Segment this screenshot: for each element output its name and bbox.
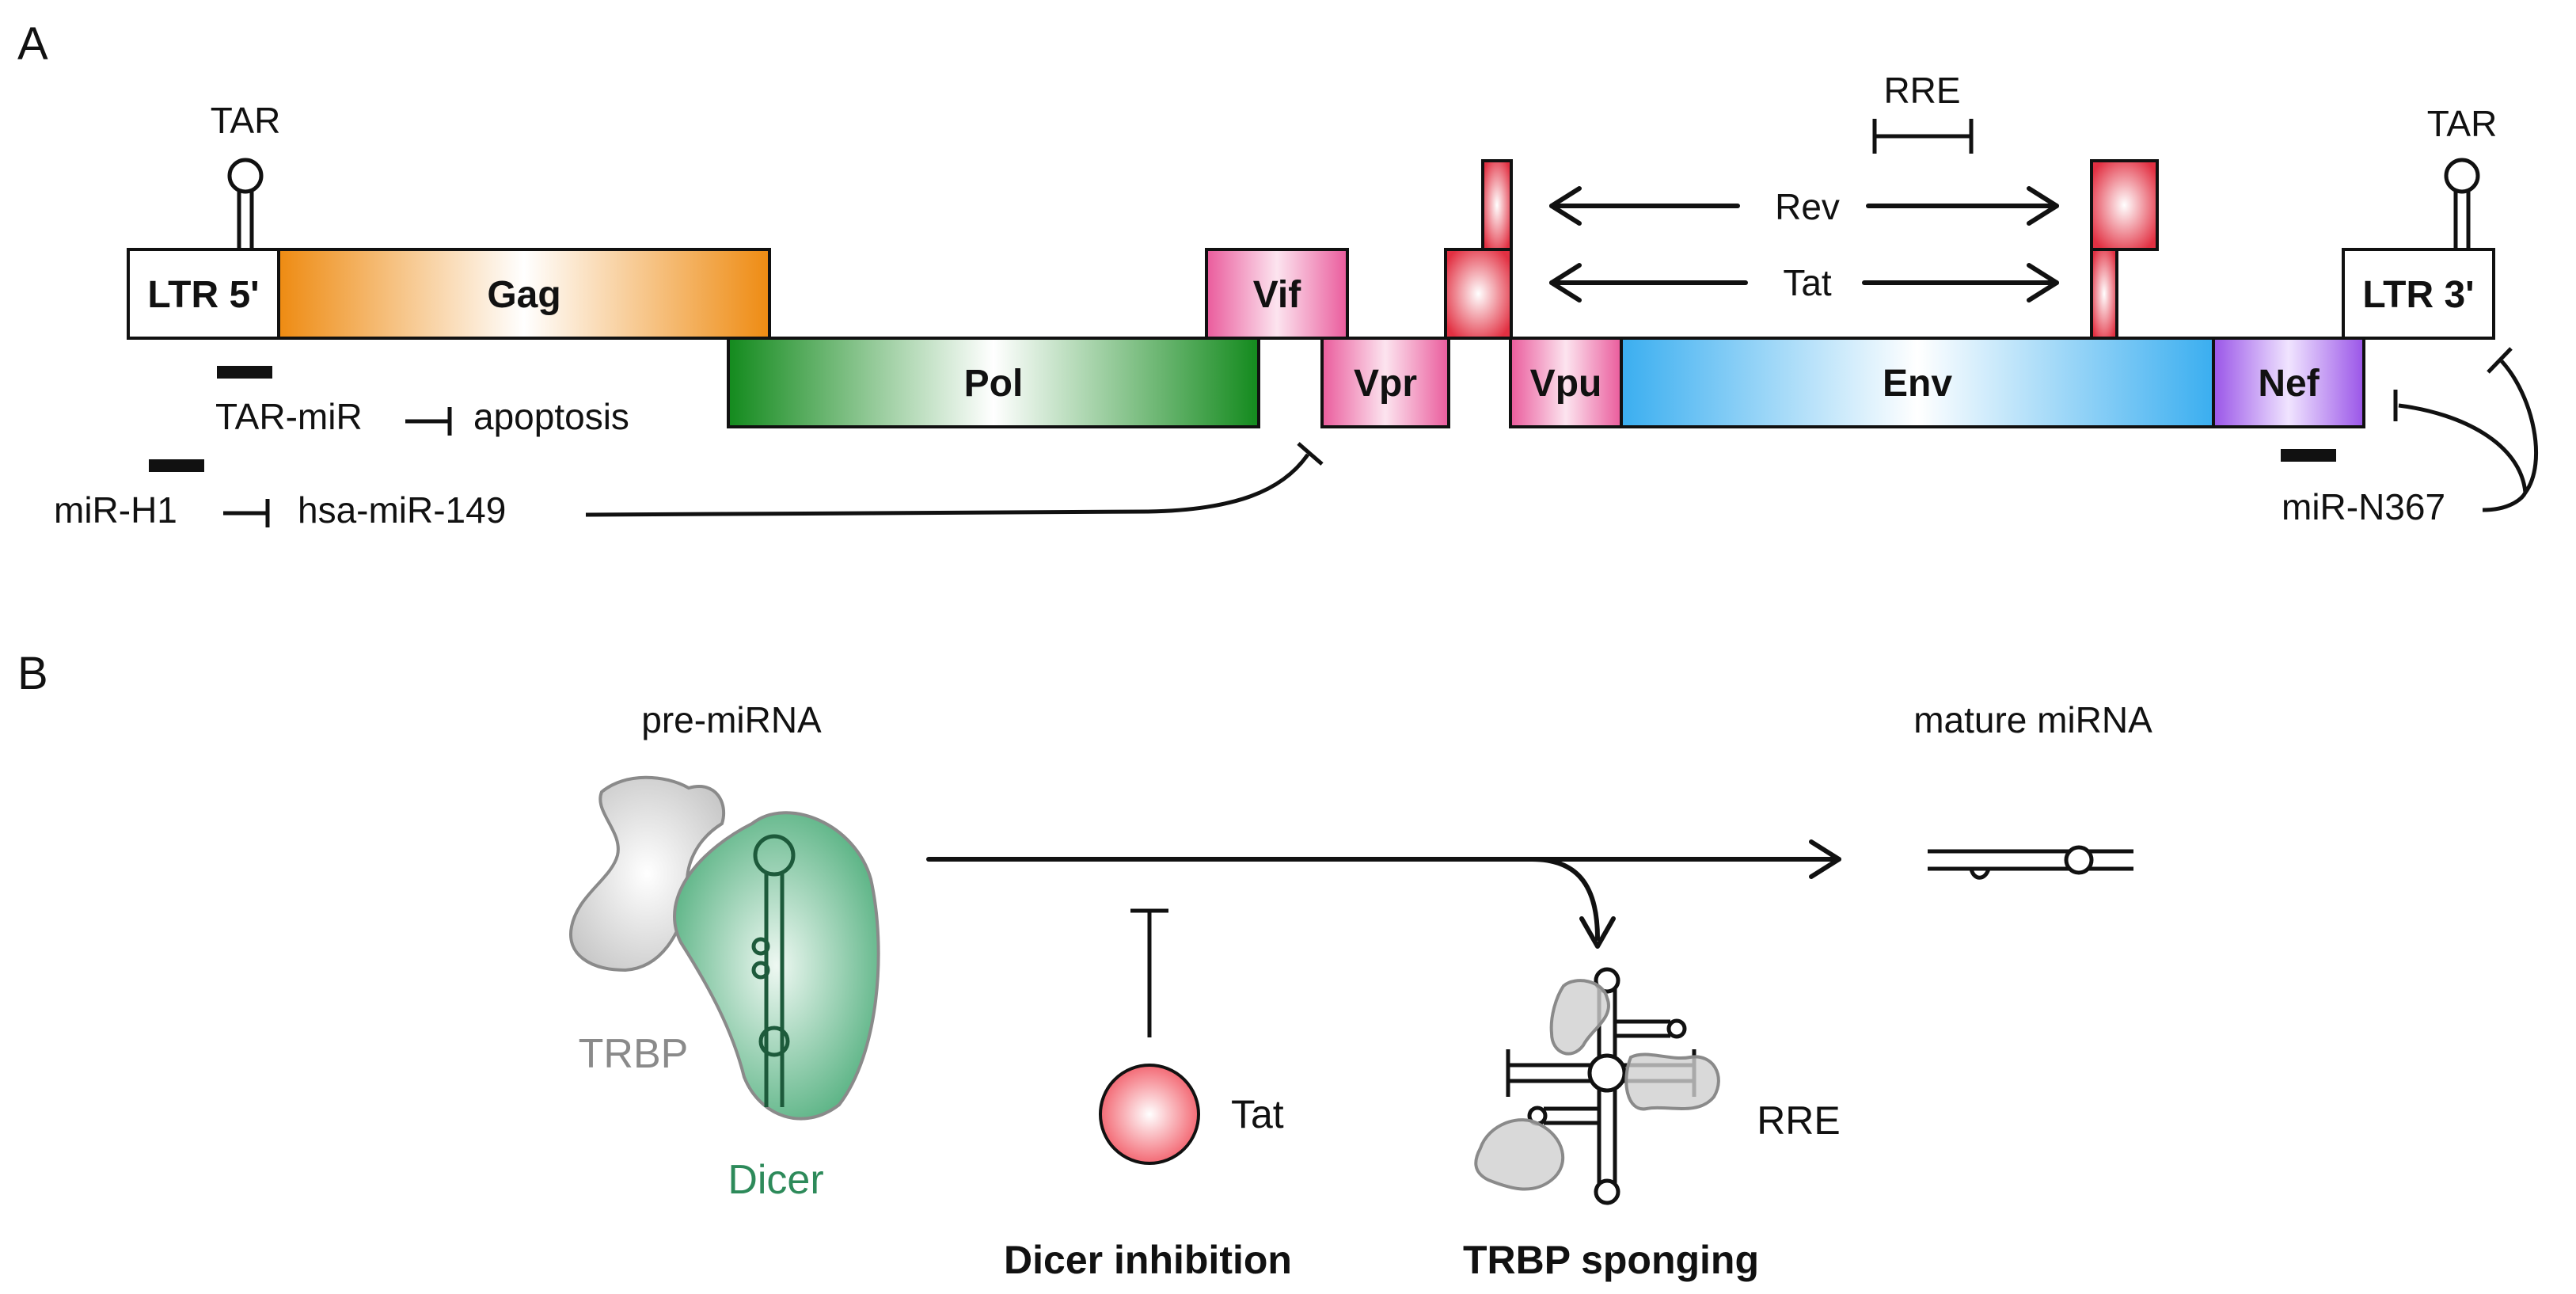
tat-protein-icon bbox=[1099, 1064, 1200, 1165]
trbp-sponging-label: TRBP sponging bbox=[1463, 1238, 1759, 1282]
mir-h1-label: miR-H1 bbox=[54, 489, 177, 531]
panel-b-label: B bbox=[17, 648, 48, 699]
vpu-label: Vpu bbox=[1530, 363, 1602, 405]
processing-arrow bbox=[926, 839, 1841, 879]
rre-b-label: RRE bbox=[1757, 1098, 1841, 1143]
hsa-mir-149-vpr-inhibition-icon bbox=[585, 442, 1324, 517]
env-box bbox=[1620, 337, 2215, 428]
mir-n367-label: miR-N367 bbox=[2282, 486, 2445, 527]
tat-rev-exon2-top bbox=[2090, 159, 2159, 251]
rev-label: Rev bbox=[1775, 186, 1840, 227]
tat-rev-exon1-top bbox=[1481, 159, 1513, 251]
tar-mir-label: TAR-miR bbox=[215, 396, 363, 437]
vpr-label: Vpr bbox=[1354, 363, 1417, 405]
mir-n367-inhibition-icon bbox=[2393, 347, 2538, 512]
pre-mirna-label: pre-miRNA bbox=[641, 699, 822, 740]
ltr5-box bbox=[127, 248, 280, 340]
tar-mir-inhibition-icon bbox=[405, 407, 452, 436]
tat-rev-exon1-bottom bbox=[1444, 248, 1513, 340]
mir-n367-locus-bar bbox=[2281, 449, 2336, 462]
rre-bound-trbp-icon-2 bbox=[1624, 1052, 1720, 1111]
dicer-protein-icon bbox=[673, 811, 880, 1121]
vpu-box bbox=[1509, 337, 1623, 428]
trbp-protein-icon bbox=[568, 775, 726, 972]
ltr5-label: LTR 5' bbox=[147, 274, 259, 316]
trbp-label: TRBP bbox=[579, 1031, 689, 1077]
mature-mirna-label: mature miRNA bbox=[1913, 699, 2152, 740]
rre-bound-trbp-icon-1 bbox=[1549, 979, 1610, 1056]
dicer-inhibition-label: Dicer inhibition bbox=[1004, 1238, 1292, 1282]
rre-bound-trbp-icon-3 bbox=[1474, 1118, 1565, 1191]
env-label: Env bbox=[1883, 363, 1952, 405]
apoptosis-label: apoptosis bbox=[473, 396, 629, 437]
genome-map bbox=[127, 159, 2495, 428]
vpr-box bbox=[1320, 337, 1450, 428]
pol-label: Pol bbox=[964, 363, 1024, 405]
gag-label: Gag bbox=[487, 274, 560, 316]
rre-structure-icon bbox=[1506, 967, 1696, 1205]
nef-label: Nef bbox=[2258, 363, 2320, 405]
mir-h1-inhibition-icon bbox=[223, 499, 270, 527]
tat-label: Tat bbox=[1783, 262, 1832, 303]
ltr3-box bbox=[2342, 248, 2495, 340]
gag-box bbox=[277, 248, 771, 340]
pol-box bbox=[727, 337, 1260, 428]
mir-h1-locus-bar bbox=[149, 459, 204, 472]
tat-rev-exon2-bottom bbox=[2090, 248, 2118, 340]
hsa-mir-149-label: hsa-miR-149 bbox=[298, 489, 506, 531]
nef-box bbox=[2212, 337, 2365, 428]
vif-box bbox=[1205, 248, 1349, 340]
sponging-branch-arrow bbox=[1529, 857, 1616, 949]
tar-left-label: TAR bbox=[211, 100, 281, 141]
panel-a-label: A bbox=[17, 18, 48, 70]
dicer-label: Dicer bbox=[728, 1157, 823, 1203]
rev-splice-arrows bbox=[1549, 186, 2059, 226]
mature-mirna-duplex-icon bbox=[1928, 845, 2133, 880]
rre-label: RRE bbox=[1883, 70, 1960, 111]
vif-label: Vif bbox=[1253, 274, 1301, 316]
tar-hairpin-right-icon bbox=[2444, 158, 2480, 249]
tar-hairpin-left-icon bbox=[227, 158, 264, 249]
tat-splice-arrows bbox=[1549, 263, 2059, 303]
ltr3-label: LTR 3' bbox=[2362, 274, 2474, 316]
tat-b-label: Tat bbox=[1231, 1092, 1284, 1136]
pre-mirna-hairpin-icon bbox=[751, 834, 796, 1107]
tar-right-label: TAR bbox=[2427, 103, 2498, 144]
tar-mir-locus-bar bbox=[217, 366, 272, 379]
tat-dicer-inhibition-icon bbox=[1130, 908, 1168, 1037]
rre-bracket-icon bbox=[1872, 119, 1974, 154]
